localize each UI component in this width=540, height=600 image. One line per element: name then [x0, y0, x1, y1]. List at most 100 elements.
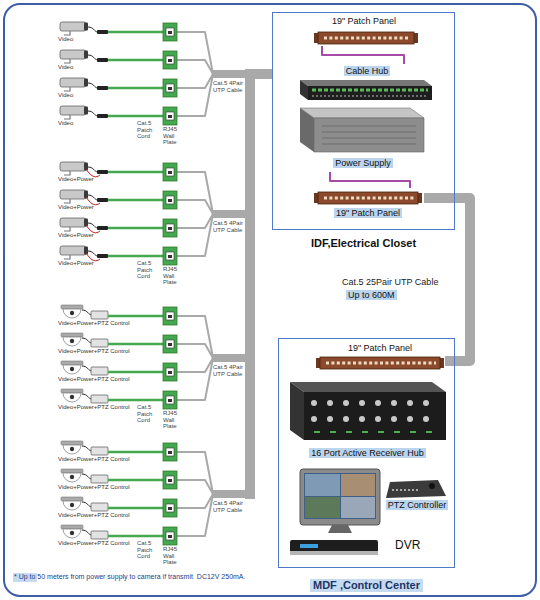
- bnc-connectors: [314, 403, 432, 419]
- patch-panel-body: [318, 192, 418, 204]
- cable-note: RJ45 Wall Plate: [163, 126, 187, 146]
- camera-unit: Video+Power+PTZ Control: [55, 440, 135, 466]
- cable-connector: [135, 74, 272, 214]
- cable-connector: [135, 74, 272, 400]
- monitor-stand: [328, 525, 352, 533]
- page-frame: [4, 4, 536, 596]
- trunk-stub: [213, 74, 250, 494]
- equipment-label: 16 Port Active Receiver Hub: [309, 448, 426, 458]
- panel-ports: [326, 362, 436, 365]
- equipment-label: 19" Patch Panel: [332, 16, 396, 26]
- camera-label: Video+Power+PTZ Control: [58, 320, 130, 327]
- receiver-top: [290, 382, 446, 392]
- dome-camera: [61, 525, 108, 539]
- equipment-label: Cable Hub: [344, 66, 391, 76]
- camera-label: Video+Power: [58, 204, 94, 211]
- cable-note: Cat.5 4Pair UTP Cable: [213, 364, 244, 377]
- monitor-screen: [304, 473, 376, 519]
- dome-camera: [61, 333, 108, 347]
- power-camera: [60, 246, 108, 261]
- bullet-camera: [60, 106, 108, 119]
- cable-connector: [135, 74, 272, 88]
- patch-panel-body: [320, 357, 440, 369]
- camera-unit: Video: [55, 76, 135, 102]
- dvr-recorder: DVR: [285, 536, 425, 560]
- patch-panel: 19" Patch Panel: [312, 16, 416, 46]
- camera-unit: Video+Power: [55, 188, 135, 214]
- camera-view: [305, 497, 340, 518]
- cable-connector: [135, 32, 272, 74]
- camera-unit: Video+Power+PTZ Control: [55, 304, 135, 330]
- equipment-label: Power Supply: [333, 158, 393, 168]
- bullet-camera: [60, 22, 108, 35]
- panel-ports: [324, 197, 414, 200]
- panel-ears: [314, 193, 422, 203]
- cable-note: RJ45 Wall Plate: [163, 546, 187, 566]
- closet-heading: MDF ,Control Center: [310, 579, 423, 592]
- patch-cord-plate: [108, 23, 177, 41]
- closet-heading: IDF,Electrical Closet: [311, 237, 416, 250]
- cable-note: RJ45 Wall Plate: [163, 410, 187, 430]
- dvr-display: [300, 544, 318, 548]
- idf-closet-box: IDF,Electrical Closet19" Patch PanelCabl…: [272, 12, 455, 230]
- monitor-frame: [300, 469, 380, 525]
- camera-unit: Video+Power+PTZ Control: [55, 468, 135, 494]
- patch-cord-plate: [108, 191, 177, 209]
- camera-view: [341, 474, 375, 496]
- camera-label: Video: [58, 92, 73, 99]
- dome-camera: [61, 361, 108, 375]
- dome-camera: [61, 497, 108, 511]
- dome-camera: [61, 469, 108, 483]
- bullet-camera: [60, 78, 108, 91]
- patch-cord-plate: [108, 79, 177, 97]
- camera-unit: Video+Power+PTZ Control: [55, 388, 135, 414]
- camera-label: Video: [58, 36, 73, 43]
- cable-note: RJ45 Wall Plate: [163, 266, 187, 286]
- camera-label: Video+Power: [58, 260, 94, 267]
- receiver-hub: 16 Port Active Receiver Hub: [285, 378, 450, 464]
- equipment-label: PTZ Controller: [386, 500, 449, 510]
- patch-cord-plate: [108, 51, 177, 69]
- camera-unit: Video+Power+PTZ Control: [55, 332, 135, 358]
- ptz-controller: PTZ Controller: [380, 478, 454, 512]
- dvr-body: [290, 540, 378, 555]
- ptz-keys: [392, 489, 420, 491]
- camera-label: Video: [58, 120, 73, 127]
- cable-connector: [135, 60, 272, 74]
- patch-panel: 19" Patch Panel: [315, 343, 445, 370]
- camera-unit: Video+Power+PTZ Control: [55, 524, 135, 550]
- cable-note: Cat.5 4Pair UTP Cable: [213, 80, 244, 93]
- camera-label: Video+Power+PTZ Control: [58, 348, 130, 355]
- hub-jacks: [312, 95, 428, 97]
- camera-unit: Video: [55, 20, 135, 46]
- hub-side: [300, 80, 308, 100]
- cable-note: Cat.5 4Pair UTP Cable: [213, 500, 244, 513]
- psu-vents: [322, 126, 416, 144]
- psu-top: [300, 108, 424, 118]
- cable-note: Cat.5 Patch Cord: [137, 404, 161, 424]
- camera-label: Video+Power+PTZ Control: [58, 404, 130, 411]
- psu-side: [300, 108, 314, 152]
- cable-note: Cat.5 4Pair UTP Cable: [213, 220, 244, 233]
- camera-unit: Video+Power: [55, 216, 135, 242]
- hub-top: [300, 80, 432, 86]
- dome-camera: [61, 305, 108, 319]
- patch-panel: 19" Patch Panel: [312, 188, 424, 222]
- camera-label: Video: [58, 64, 73, 71]
- hub-terminals: [312, 89, 428, 92]
- cable-connector: [135, 74, 272, 116]
- camera-label: Video+Power: [58, 176, 94, 183]
- equipment-label: 19" Patch Panel: [334, 208, 402, 218]
- equipment-label: DVR: [395, 539, 420, 553]
- patch-cord-plate: [108, 219, 177, 237]
- dome-camera: [61, 441, 108, 455]
- cable-connector: [135, 74, 272, 372]
- camera-label: Video+Power+PTZ Control: [58, 540, 130, 547]
- cable-connector: [135, 74, 272, 536]
- cable-note: Cat.5 Patch Cord: [137, 540, 161, 560]
- cable-connector: [135, 74, 272, 494]
- receiver-front: [304, 392, 446, 440]
